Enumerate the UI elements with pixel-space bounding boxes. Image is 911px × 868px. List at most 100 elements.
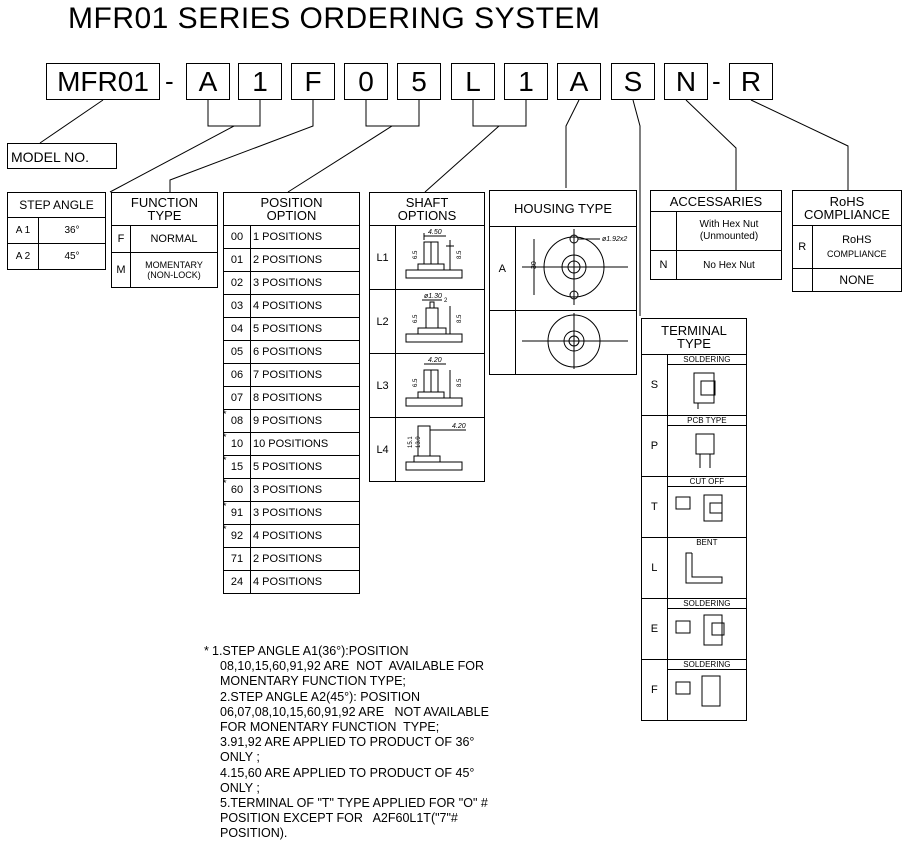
terminal-cell-e: SOLDERING <box>666 598 748 660</box>
function-code: F <box>111 225 131 253</box>
note-line: 2.STEP ANGLE A2(45°): POSITION <box>220 689 420 704</box>
position-code-text: 71 <box>230 553 244 565</box>
pn-step-angle-digit: 1 <box>238 63 282 100</box>
shaft-code: L1 <box>368 225 397 290</box>
function-type-header-line2: TYPE <box>147 208 182 223</box>
step-angle-header: STEP ANGLE <box>7 192 106 218</box>
terminal-cell-s: SOLDERING <box>666 354 748 416</box>
terminal-code: P <box>641 415 668 477</box>
pn-position-2: 5 <box>397 63 441 100</box>
terminal-code: S <box>641 354 668 416</box>
position-desc: 3 POSITIONS <box>250 478 360 502</box>
position-code: *10 <box>223 432 251 456</box>
shaft-dim: 15.1 <box>408 436 414 448</box>
rohs-header-line1: RoHS <box>829 194 865 209</box>
position-mark: * <box>223 409 227 419</box>
position-code-text: 04 <box>230 323 244 335</box>
position-row: 71 2 POSITIONS <box>223 547 360 571</box>
terminal-cell-f: SOLDERING <box>666 659 748 721</box>
position-code-text: 92 <box>230 530 244 542</box>
pn-rohs: R <box>729 63 773 100</box>
housing-b-icon <box>521 313 628 369</box>
terminal-l-icon <box>685 552 723 584</box>
accessaries-desc: No Hex Nut <box>675 250 783 280</box>
terminal-code: F <box>641 659 668 721</box>
shaft-header-line1: SHAFT <box>405 195 449 210</box>
position-code-text: 60 <box>230 484 244 496</box>
position-header-line1: POSITION <box>260 195 323 210</box>
model-no-label: MODEL NO. <box>7 143 117 169</box>
pn-step-angle-letter: A <box>186 63 230 100</box>
position-desc: 2 POSITIONS <box>250 547 360 571</box>
shaft-dim: 8.5 <box>457 314 463 323</box>
position-code-text: 91 <box>230 507 244 519</box>
terminal-t-icon <box>675 494 723 522</box>
position-code: *91 <box>223 501 251 525</box>
position-mark: * <box>223 455 227 465</box>
pn-shaft-letter: L <box>451 63 495 100</box>
terminal-label: SOLDERING <box>667 660 746 670</box>
housing-a-icon: ø1.92x2 30 <box>521 229 628 305</box>
function-desc-line2: (NON-LOCK) <box>147 270 201 280</box>
position-code: 05 <box>223 340 251 364</box>
terminal-label: BENT <box>696 538 718 547</box>
terminal-f-icon <box>675 675 721 707</box>
position-desc: 9 POSITIONS <box>250 409 360 433</box>
position-code: *60 <box>223 478 251 502</box>
step-angle-code: A 1 <box>7 217 39 244</box>
position-desc: 4 POSITIONS <box>250 524 360 548</box>
terminal-p-icon <box>695 433 715 468</box>
position-mark: * <box>223 524 227 534</box>
position-code: 00 <box>223 225 251 249</box>
shaft-l4-icon: 15.1 13.9 4.20 <box>405 423 467 471</box>
position-code-text: 06 <box>230 369 244 381</box>
position-desc: 2 POSITIONS <box>250 248 360 272</box>
terminal-s-icon <box>693 372 716 409</box>
position-code: 07 <box>223 386 251 410</box>
shaft-dim: 13.9 <box>416 436 422 448</box>
note-line: MONENTARY FUNCTION TYPE; <box>220 674 406 689</box>
position-row: *92 4 POSITIONS <box>223 524 360 548</box>
position-code-text: 24 <box>230 576 244 588</box>
shaft-dim: 2 <box>444 298 448 304</box>
pn-dash-2: - <box>712 66 721 96</box>
position-desc: 1 POSITIONS <box>250 225 360 249</box>
rohs-desc: NONE <box>811 268 903 292</box>
position-code-text: 07 <box>230 392 244 404</box>
function-desc: MOMENTARY(NON-LOCK) <box>130 252 218 288</box>
pn-position-1: 0 <box>344 63 388 100</box>
function-desc-line1: MOMENTARY <box>145 260 203 270</box>
terminal-label: SOLDERING <box>667 355 746 365</box>
position-code: 01 <box>223 248 251 272</box>
shaft-header-line2: OPTIONS <box>397 208 457 223</box>
terminal-code: T <box>641 476 668 538</box>
step-angle-value: 45° <box>38 243 106 270</box>
position-desc: 10 POSITIONS <box>250 432 360 456</box>
shaft-l2-icon: ø1.30 2 6.5 8.5 <box>405 293 463 343</box>
shaft-dim: 4.20 <box>452 423 466 430</box>
housing-drawing-a: ø1.92x2 30 <box>514 226 638 311</box>
shaft-dim: ø1.30 <box>424 293 442 300</box>
accessaries-desc-line1: With Hex Nut <box>699 219 759 230</box>
function-code: M <box>111 252 131 288</box>
terminal-cell-t: CUT OFF <box>666 476 748 538</box>
shaft-drawing-l4: 15.1 13.9 4.20 <box>395 417 485 482</box>
accessaries-code <box>650 211 677 251</box>
pn-housing: A <box>557 63 601 100</box>
shaft-dim: 4.50 <box>428 229 442 236</box>
position-code: 04 <box>223 317 251 341</box>
position-mark: * <box>223 501 227 511</box>
